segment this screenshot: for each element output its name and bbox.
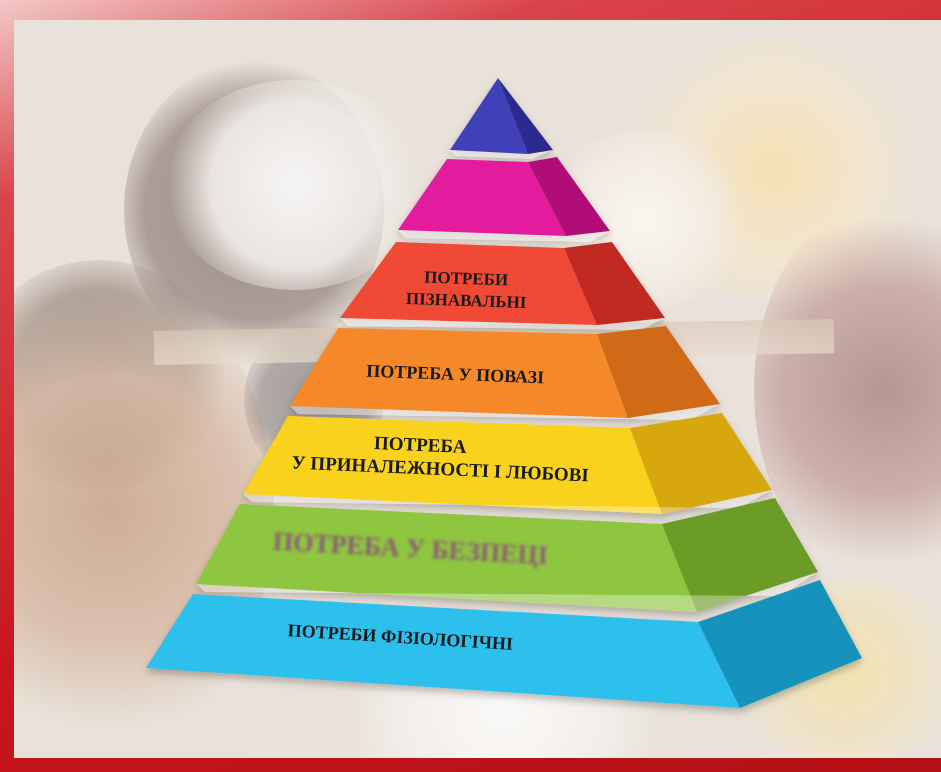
level-2-label-line-2: ПІЗНАВАЛЬНІ bbox=[406, 289, 528, 312]
pyramid-level-4 bbox=[243, 413, 772, 514]
level-1-front bbox=[398, 159, 566, 236]
pyramid-level-6 bbox=[146, 580, 862, 708]
level-5-side bbox=[662, 498, 818, 612]
pyramid-level-3 bbox=[290, 326, 720, 420]
level-2-side bbox=[564, 242, 665, 325]
level-4-label-line-1: ПОТРЕБА bbox=[374, 433, 468, 458]
level-6-front bbox=[146, 594, 740, 708]
level-2-label-line-1: ПОТРЕБИ bbox=[424, 268, 509, 290]
level-2-front bbox=[340, 242, 597, 325]
level-4-side bbox=[630, 413, 772, 514]
level-0-side bbox=[498, 78, 553, 154]
level-3-front bbox=[290, 328, 628, 418]
pyramid-level-1 bbox=[398, 157, 610, 242]
pyramid-level-2 bbox=[340, 242, 665, 330]
pyramid-level-5 bbox=[196, 498, 818, 612]
level-4-front bbox=[243, 416, 662, 514]
pyramid-level-0 bbox=[450, 78, 553, 159]
level-3-side bbox=[597, 326, 720, 418]
level-6-side bbox=[698, 580, 862, 708]
level-5-front bbox=[196, 504, 697, 612]
level-1-side bbox=[528, 157, 610, 236]
level-0-front bbox=[450, 78, 528, 154]
